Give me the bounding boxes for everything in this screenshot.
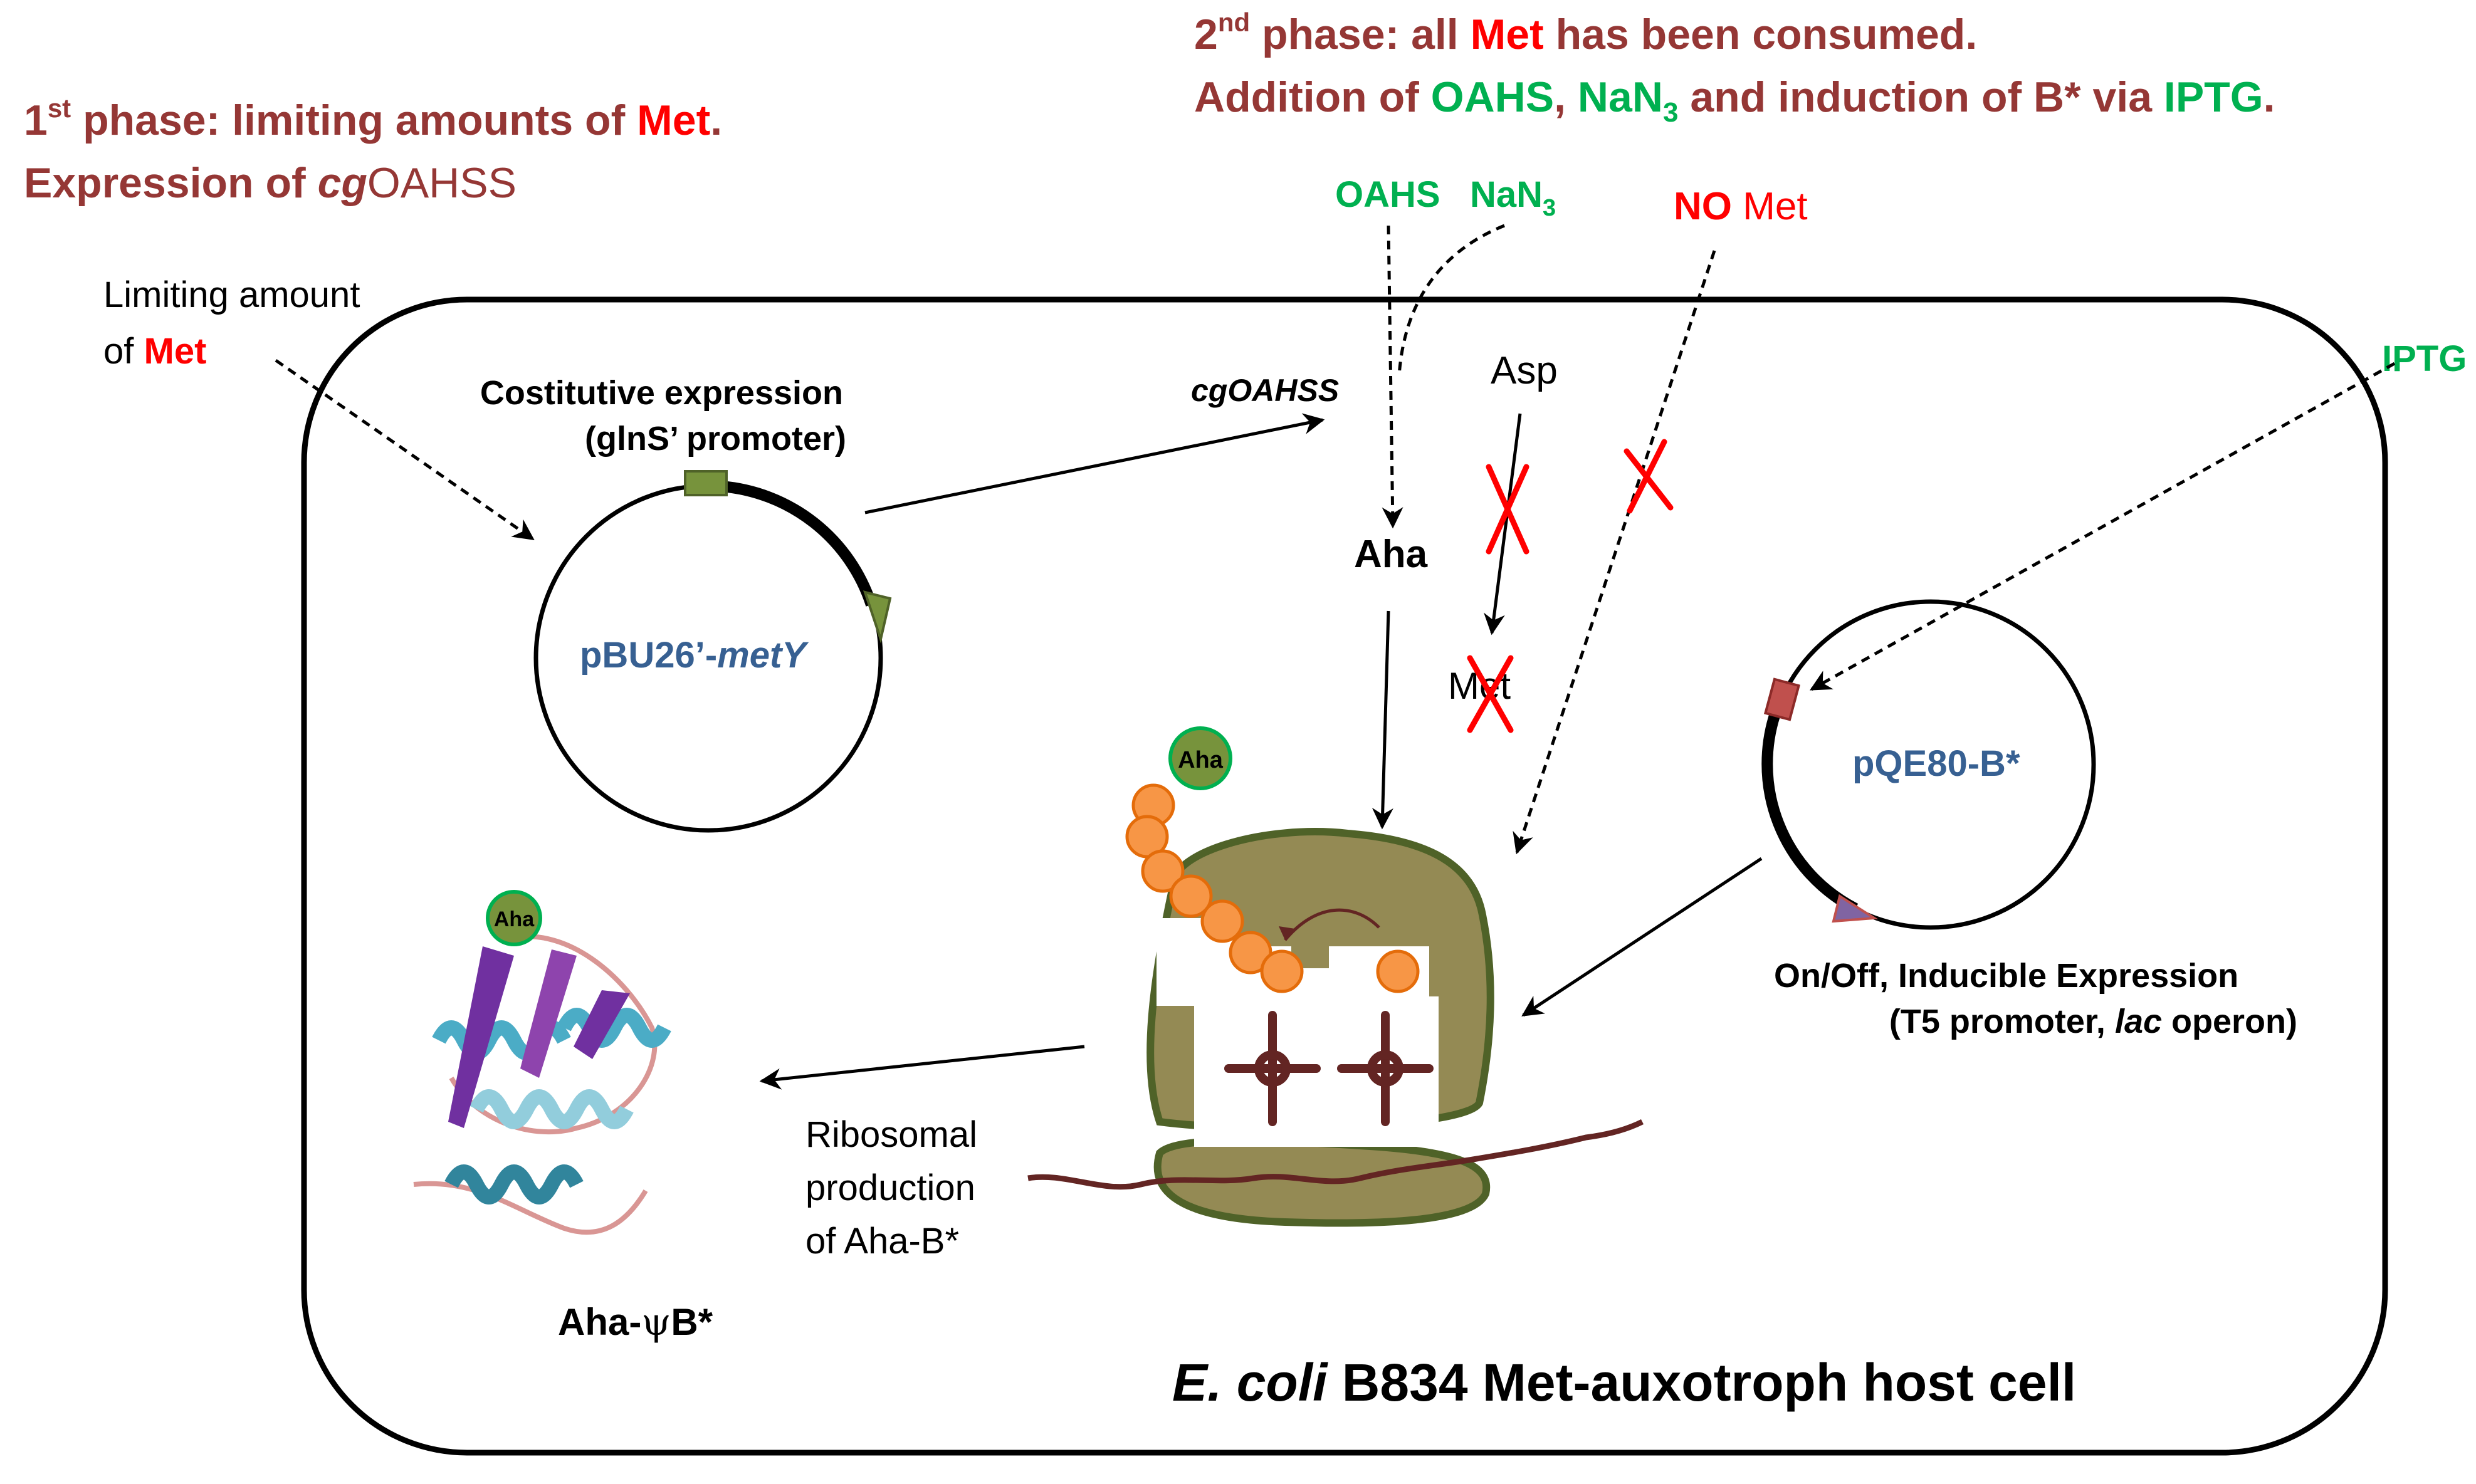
iptg-arrow: [1810, 362, 2396, 691]
mrna-strand: [1027, 1119, 1644, 1190]
asp-to-met-arrow: [1484, 413, 1522, 635]
beta-strand: [448, 946, 514, 1128]
cross-met-pathway: [1624, 439, 1674, 514]
protein-aha-ball-label: Aha: [494, 907, 535, 931]
plasmid-pqe80-arrowhead: [1832, 894, 1879, 923]
no-met-arrow: [1513, 250, 1716, 855]
phase2-title: 2nd phase: all Met has been consumed.: [1194, 8, 1977, 58]
met-input-arrow: [275, 358, 535, 541]
oahs-label: OAHS: [1335, 174, 1440, 215]
cgoahss-label: cgOAHSS: [1191, 373, 1339, 408]
alpha-helix: [469, 1089, 634, 1129]
asp-label: Asp: [1491, 349, 1558, 392]
glns-promoter-marker: [684, 470, 728, 496]
aha-to-ribosome-arrow: [1372, 610, 1393, 830]
host-cell-membrane: [301, 296, 2388, 1456]
beta-strand: [520, 949, 577, 1078]
translocation-arrowhead: [1279, 926, 1295, 940]
cgoahss-expression-arrow: [864, 413, 1325, 515]
limiting-met-label: of Met: [103, 331, 206, 372]
host-cell-label: E. coli B834 Met-auxotroph host cell: [1172, 1353, 2076, 1412]
glns-promoter-label: (glnS’ promoter): [585, 420, 846, 457]
plasmid-pbu26-gene-segment: [720, 481, 877, 607]
t5-promoter-label: (T5 promoter, lac operon): [1889, 1003, 2297, 1040]
protein-coil: [413, 1181, 648, 1235]
aha-residue-label: Aha: [1178, 747, 1224, 773]
residue-ball: [1376, 949, 1420, 993]
ribosomal-production-line3: of Aha-B*: [805, 1221, 959, 1262]
residue-ball: [1200, 899, 1244, 943]
protein-label: Aha-ψB*: [558, 1300, 713, 1344]
plasmid-pbu26-arrowhead: [863, 590, 892, 644]
phase2-subtitle: Addition of OAHS, NaN3 and induction of …: [1194, 73, 2275, 128]
trna-cloverleaf-right: [1337, 1011, 1434, 1126]
aha-label: Aha: [1354, 533, 1428, 576]
aha-residue-ball: [1168, 726, 1232, 790]
alpha-helix: [557, 1008, 671, 1048]
constitutive-expression-label: Costitutive expression: [480, 374, 843, 412]
translocation-arrow: [1284, 908, 1380, 941]
cross-met-product: [1467, 655, 1514, 733]
ribosome-to-protein-arrow: [759, 1045, 1085, 1090]
alpha-helix: [444, 1164, 584, 1204]
pqe80-expression-arrow: [1521, 857, 1763, 1017]
protein-aha-ball: [486, 890, 542, 946]
residue-ball: [1229, 931, 1272, 975]
inducible-expression-label: On/Off, Inducible Expression: [1774, 957, 2238, 995]
phase1-subtitle: Expression of cgOAHSS: [24, 159, 517, 207]
residue-ball: [1169, 874, 1213, 918]
limiting-amount-label: Limiting amount: [103, 274, 360, 315]
ribosomal-production-line2: production: [805, 1168, 975, 1208]
residue-ball: [1260, 949, 1304, 993]
plasmid-pqe80-gene-segment: [1761, 706, 1859, 914]
plasmid-pqe80-label: pQE80-B*: [1852, 743, 2020, 784]
ribosomal-production-line1: Ribosomal: [805, 1114, 977, 1155]
beta-strand: [574, 990, 630, 1059]
residue-ball: [1141, 849, 1185, 893]
nan3-label: NaN3: [1470, 174, 1556, 221]
plasmid-pbu26-label: pBU26’-metY: [580, 635, 809, 676]
no-met-label: NO Met: [1674, 185, 1808, 228]
protein-structure: Aha: [413, 890, 671, 1235]
iptg-label: IPTG: [2382, 338, 2467, 379]
nan3-arrow: [1397, 224, 1505, 377]
cross-asp-pathway: [1486, 464, 1529, 555]
nascent-peptide-chain: Aha: [1125, 726, 1420, 993]
phase1-title: 1st phase: limiting amounts of Met.: [24, 93, 722, 144]
oahs-arrow: [1382, 225, 1403, 529]
trna-cloverleaf-left: [1224, 1011, 1321, 1126]
t5-promoter-marker: [1763, 677, 1801, 721]
